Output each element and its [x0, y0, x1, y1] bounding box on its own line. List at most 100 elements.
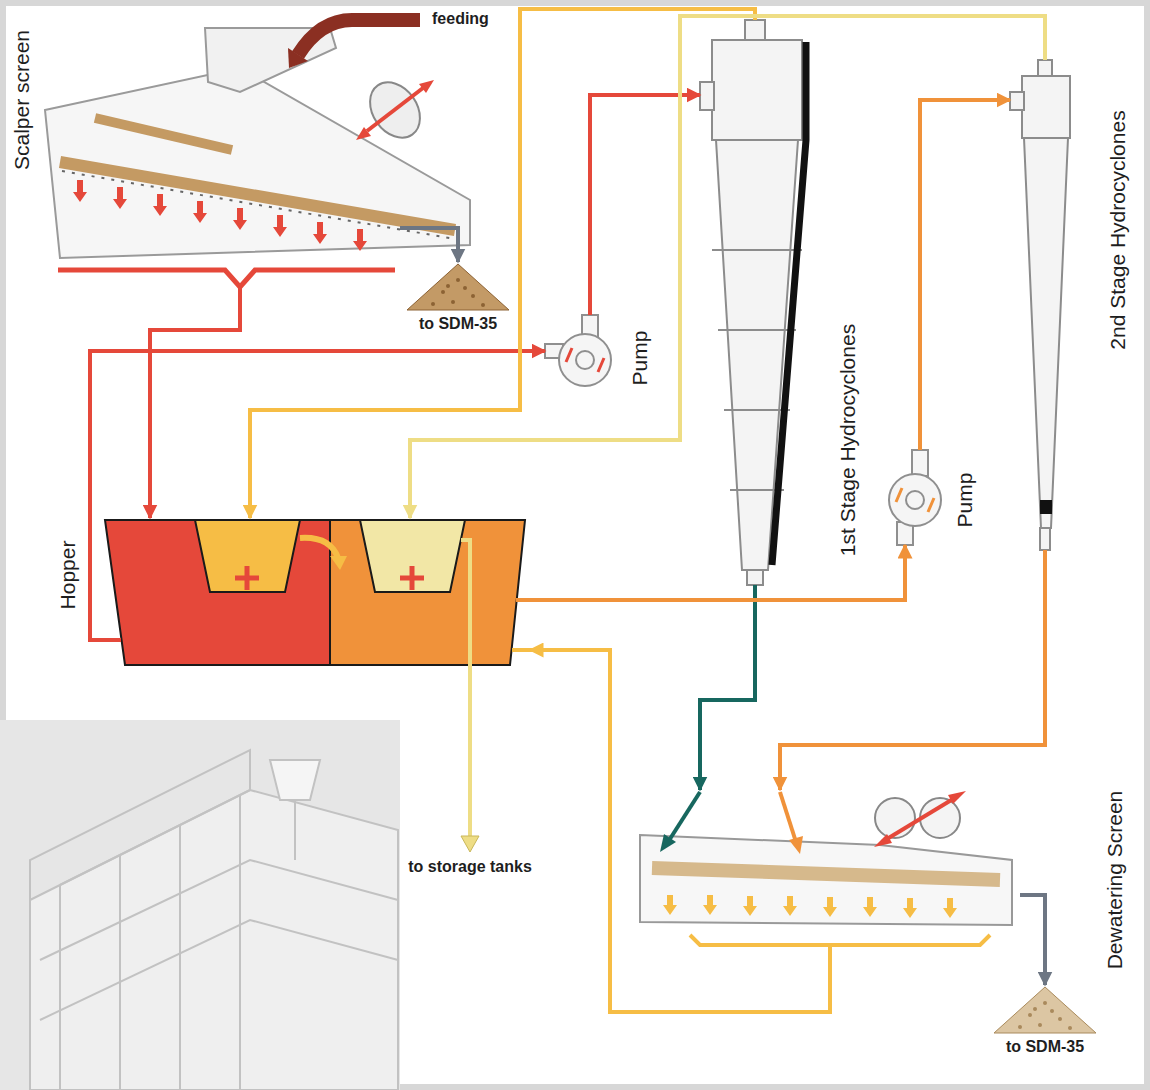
stockpile-shape	[403, 262, 513, 312]
dewatering-screen-drawing	[903, 898, 917, 918]
stockpile-texture	[481, 303, 485, 307]
stockpile-texture	[471, 294, 475, 298]
dewatering-screen-drawing	[690, 935, 990, 945]
pump-casing	[559, 334, 611, 386]
dewatering-screen-drawing	[882, 796, 958, 842]
scalper-screen-drawing	[45, 28, 470, 300]
hopper-flow-marks	[516, 598, 530, 602]
hydrocyclone-node: 2nd Stage Hydrocyclones	[1010, 60, 1140, 550]
flow-pipe	[400, 228, 458, 262]
dewatering-screen-drawing	[920, 798, 960, 838]
feed-label: feeding	[432, 10, 489, 28]
second-stage-hydrocyclone	[1022, 76, 1070, 138]
hopper-flow-marks	[300, 538, 338, 558]
dewatering-screen-drawing	[783, 896, 797, 916]
destination-label: to SDM-35	[419, 315, 497, 333]
stockpile-texture	[1018, 1025, 1022, 1029]
flow-pipe	[780, 550, 1045, 790]
dewatering-screen-drawing	[789, 836, 803, 854]
dewatering-screen-drawing	[943, 898, 957, 918]
stockpile-shape	[994, 987, 1096, 1033]
dewatering-screen-node: Dewatering Screen	[630, 790, 1020, 975]
pump-node: Pump	[545, 315, 660, 400]
dewatering-screen-drawing	[652, 868, 1000, 880]
scalper-screen-drawing	[233, 208, 247, 230]
stockpile-texture	[1038, 1023, 1042, 1027]
scalper-screen-drawing	[113, 187, 127, 209]
plant-render	[270, 760, 320, 800]
scalper-screen-drawing	[62, 171, 455, 239]
pump-casing	[906, 491, 924, 509]
flow-pipe	[920, 100, 1010, 450]
dewatering-screen-drawing	[780, 792, 796, 842]
dewatering-screen-drawing	[828, 945, 832, 975]
scalper-screen-drawing	[60, 162, 455, 230]
hopper-node: Hopper	[100, 518, 530, 668]
feed-arrow	[288, 20, 420, 68]
flow-pipe	[410, 16, 1045, 518]
hopper-tank	[195, 520, 300, 592]
dewatering-screen-drawing	[660, 834, 676, 852]
first-stage-hydrocyclone	[700, 20, 806, 585]
pump-casing	[576, 351, 594, 369]
pump-flow-marks	[566, 348, 604, 372]
destination-label: to SDM-35	[1006, 1038, 1084, 1056]
pump-casing	[889, 474, 941, 526]
dewatering-screen-drawing	[668, 792, 700, 842]
stockpile-texture	[431, 302, 435, 306]
scalper-screen-drawing	[58, 270, 395, 287]
flow-pipe	[1020, 895, 1045, 985]
dewatering-screen-drawing	[703, 895, 717, 915]
equipment-label: 1st Stage Hydrocyclones	[836, 324, 859, 556]
feed-arrow	[288, 48, 308, 68]
dewatering-screen-drawing	[948, 791, 966, 804]
scalper-screen-drawing	[356, 127, 371, 140]
plant-render	[30, 750, 250, 900]
dewatering-screen-drawing	[640, 835, 1012, 925]
storage-outlet	[461, 540, 479, 852]
hopper-flow-marks	[330, 556, 347, 570]
storage-outlet	[461, 836, 479, 852]
scalper-screen-drawing	[353, 229, 367, 251]
flow-pipe	[590, 95, 700, 315]
dewatering-screen-drawing	[663, 895, 957, 918]
hopper-flow-marks	[235, 566, 259, 590]
equipment-label: Pump	[628, 331, 651, 386]
first-stage-hydrocyclone	[712, 40, 802, 140]
scalper-screen-drawing	[73, 180, 87, 202]
hopper-tank	[360, 520, 465, 592]
scalper-screen-drawing	[367, 88, 423, 131]
dewatering-screen-drawing	[823, 897, 837, 917]
hydrocyclone-node: 1st Stage Hydrocyclones	[700, 20, 865, 585]
stockpile-texture	[1068, 1026, 1072, 1030]
first-stage-hydrocyclone	[772, 42, 806, 565]
flow-pipe	[530, 650, 830, 1012]
scalper-screen-node: Scalper screen	[8, 10, 400, 300]
destination-label: to storage tanks	[408, 858, 532, 876]
dewatering-screen-drawing	[640, 791, 1012, 975]
second-stage-hydrocyclone	[1010, 92, 1024, 110]
stockpile-texture	[446, 284, 450, 288]
stockpile-node: to SDM-35	[990, 985, 1100, 1069]
equipment-label: Dewatering Screen	[1103, 791, 1126, 970]
plant-render	[0, 720, 400, 1090]
stockpile-texture	[456, 278, 460, 282]
scalper-screen-drawing	[273, 215, 287, 237]
second-stage-hydrocyclone	[1024, 138, 1068, 528]
hopper-flow-marks	[400, 566, 424, 590]
stockpile-texture	[1058, 1017, 1062, 1021]
hopper-tank	[105, 520, 330, 665]
scalper-screen-drawing	[193, 201, 207, 223]
flow-pipe	[150, 300, 240, 518]
stockpile-texture	[1050, 1009, 1054, 1013]
plant-render	[294, 800, 296, 860]
stockpile-shape	[990, 985, 1100, 1035]
scalper-screen-drawing	[238, 287, 242, 300]
plant-render	[40, 860, 398, 1020]
scalper-screen-drawing	[153, 194, 167, 216]
